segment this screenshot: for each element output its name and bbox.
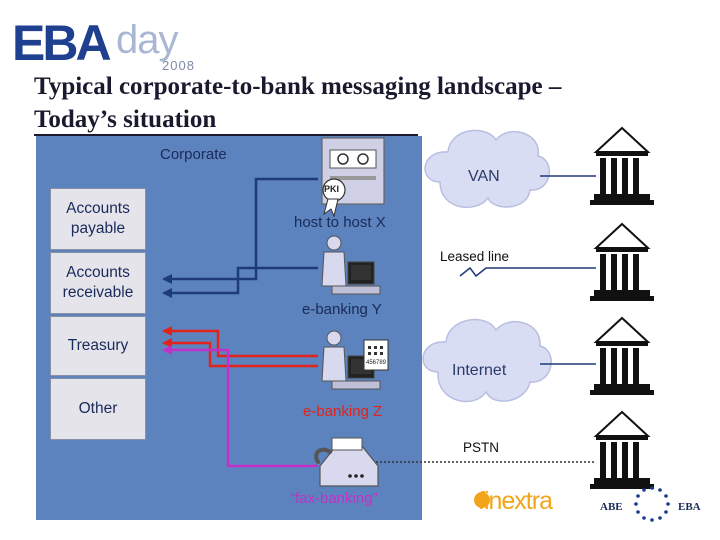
finextra-logo-text: finextra	[478, 487, 553, 515]
host-server-icon	[321, 137, 385, 218]
abe-eba-logo: ABE EBA	[600, 486, 701, 522]
dept-treasury: Treasury	[50, 316, 146, 376]
channel-ebanking-z-label: e-banking Z	[303, 403, 383, 420]
corporate-label: Corporate	[160, 146, 227, 163]
channel-ebanking-y-label: e-banking Y	[302, 301, 382, 318]
line-ebanking-z-red-2	[162, 338, 318, 368]
line-fax-banking	[162, 345, 318, 468]
logo-year-text: 2008	[162, 58, 195, 73]
channel-fax-banking-label: “fax-banking”	[290, 490, 378, 507]
network-pstn-label: PSTN	[463, 440, 500, 455]
slide-title: Typical corporate-to-bank messaging land…	[34, 70, 694, 136]
network-leased-line-label: Leased line	[440, 249, 510, 264]
network-van-label: VAN	[468, 168, 500, 185]
dept-accounts-receivable: Accounts receivable	[50, 252, 146, 314]
van-cloud	[424, 129, 551, 209]
eba-day-logo: EBA day 2008	[12, 6, 202, 78]
channel-host-to-host-label: host to host X	[294, 214, 386, 231]
bank-icon-1	[590, 126, 654, 205]
abe-text: ABE	[600, 501, 623, 513]
title-underline	[34, 134, 418, 136]
pki-badge-label: PKI	[324, 184, 340, 194]
title-line-1: Typical corporate-to-bank messaging land…	[34, 73, 562, 100]
dept-other: Other	[50, 378, 146, 440]
line-ebanking-y	[162, 266, 318, 298]
dept-accounts-payable: Accounts payable	[50, 188, 146, 250]
bank-icon-2	[590, 222, 654, 301]
card-reader-number: 456789	[366, 360, 387, 366]
internet-cloud	[422, 318, 552, 403]
title-line-2: Today’s situation	[34, 106, 217, 133]
line-host-to-host	[162, 177, 318, 284]
line-ebanking-z-red-1	[162, 326, 318, 358]
bank-icon-3	[590, 316, 654, 395]
fax-machine-icon	[314, 437, 379, 487]
network-internet-label: Internet	[452, 362, 507, 379]
logo-eba-text: EBA	[12, 15, 112, 71]
bank-icon-4	[590, 410, 654, 489]
ebanking-z-workstation-icon	[321, 330, 389, 390]
eba-text: EBA	[678, 501, 701, 513]
logo-day-text: day	[116, 18, 178, 62]
leased-line-zigzag	[459, 266, 596, 278]
ebanking-y-workstation-icon	[321, 235, 381, 295]
finextra-logo: finextra	[474, 487, 554, 515]
